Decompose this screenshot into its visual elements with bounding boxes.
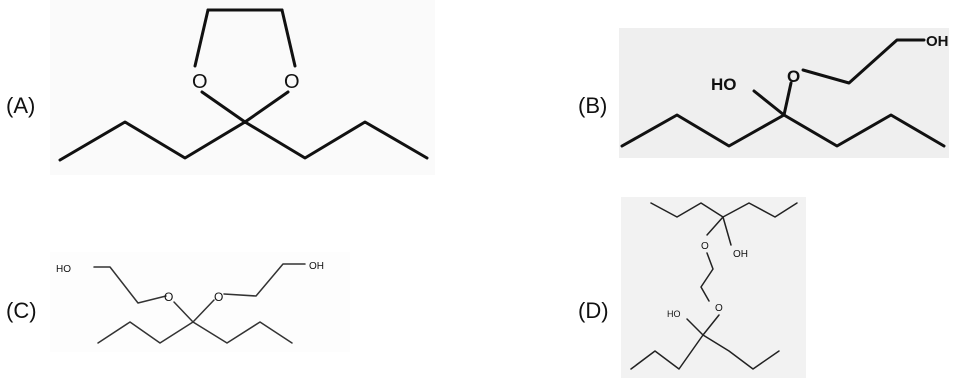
bond-c-o1 bbox=[173, 301, 194, 323]
bottom-propyl-chains bbox=[630, 334, 780, 370]
right-ethoxy-chain bbox=[223, 263, 306, 297]
option-label-c: (C) bbox=[6, 298, 37, 323]
atom-oh: OH bbox=[926, 33, 949, 50]
structure-c-drawing: HO O O OH bbox=[50, 252, 350, 352]
glycol-linker bbox=[700, 252, 714, 302]
structure-a: O O bbox=[50, 0, 435, 175]
bond-o1-ch2 bbox=[193, 8, 210, 68]
bond-ch2-o2 bbox=[280, 8, 297, 68]
bond-lines bbox=[620, 38, 946, 148]
option-label-d: (D) bbox=[578, 298, 609, 323]
atom-ho: HO bbox=[56, 264, 71, 275]
scan-background bbox=[50, 252, 350, 352]
ethoxy-chain bbox=[801, 38, 926, 85]
bond-bottom-c-oh bbox=[686, 318, 704, 336]
bond-c-o2 bbox=[243, 90, 290, 124]
bond-lines bbox=[93, 263, 306, 344]
bond-top-c-oh bbox=[722, 216, 732, 246]
bond-lines bbox=[630, 202, 798, 370]
structure-c: HO O O OH bbox=[50, 252, 350, 352]
structure-d: O OH O HO bbox=[621, 197, 806, 378]
structure-d-drawing: O OH O HO bbox=[621, 197, 806, 378]
bond-c-oh bbox=[752, 89, 786, 117]
left-ethoxy-chain bbox=[93, 266, 167, 304]
structure-a-drawing: O O bbox=[50, 0, 435, 175]
bond-lines bbox=[58, 8, 429, 162]
option-label-a: (A) bbox=[6, 93, 36, 118]
atom-o2-bottom: O bbox=[715, 303, 723, 314]
atom-ho-bottom: HO bbox=[667, 309, 681, 319]
structure-b: HO O OH bbox=[619, 28, 949, 158]
atom-o: O bbox=[787, 67, 800, 86]
atom-oh: OH bbox=[309, 261, 324, 272]
atom-o1-top: O bbox=[701, 241, 709, 252]
bond-c-o bbox=[782, 81, 793, 117]
bond-top-c-o bbox=[706, 216, 724, 236]
atom-o1: O bbox=[164, 290, 173, 304]
atom-o1: O bbox=[192, 71, 208, 93]
atom-o2: O bbox=[214, 290, 223, 304]
bond-o-bottom-c bbox=[702, 314, 720, 336]
bond-c-o1 bbox=[200, 90, 247, 124]
scan-background bbox=[619, 28, 949, 158]
atom-ho: HO bbox=[711, 75, 737, 94]
structure-b-drawing: HO O OH bbox=[619, 28, 949, 158]
scan-background bbox=[50, 0, 435, 175]
atom-oh-top: OH bbox=[733, 249, 748, 260]
option-label-b: (B) bbox=[578, 93, 608, 118]
atom-o2: O bbox=[284, 71, 300, 93]
bond-c-o2 bbox=[192, 299, 215, 323]
